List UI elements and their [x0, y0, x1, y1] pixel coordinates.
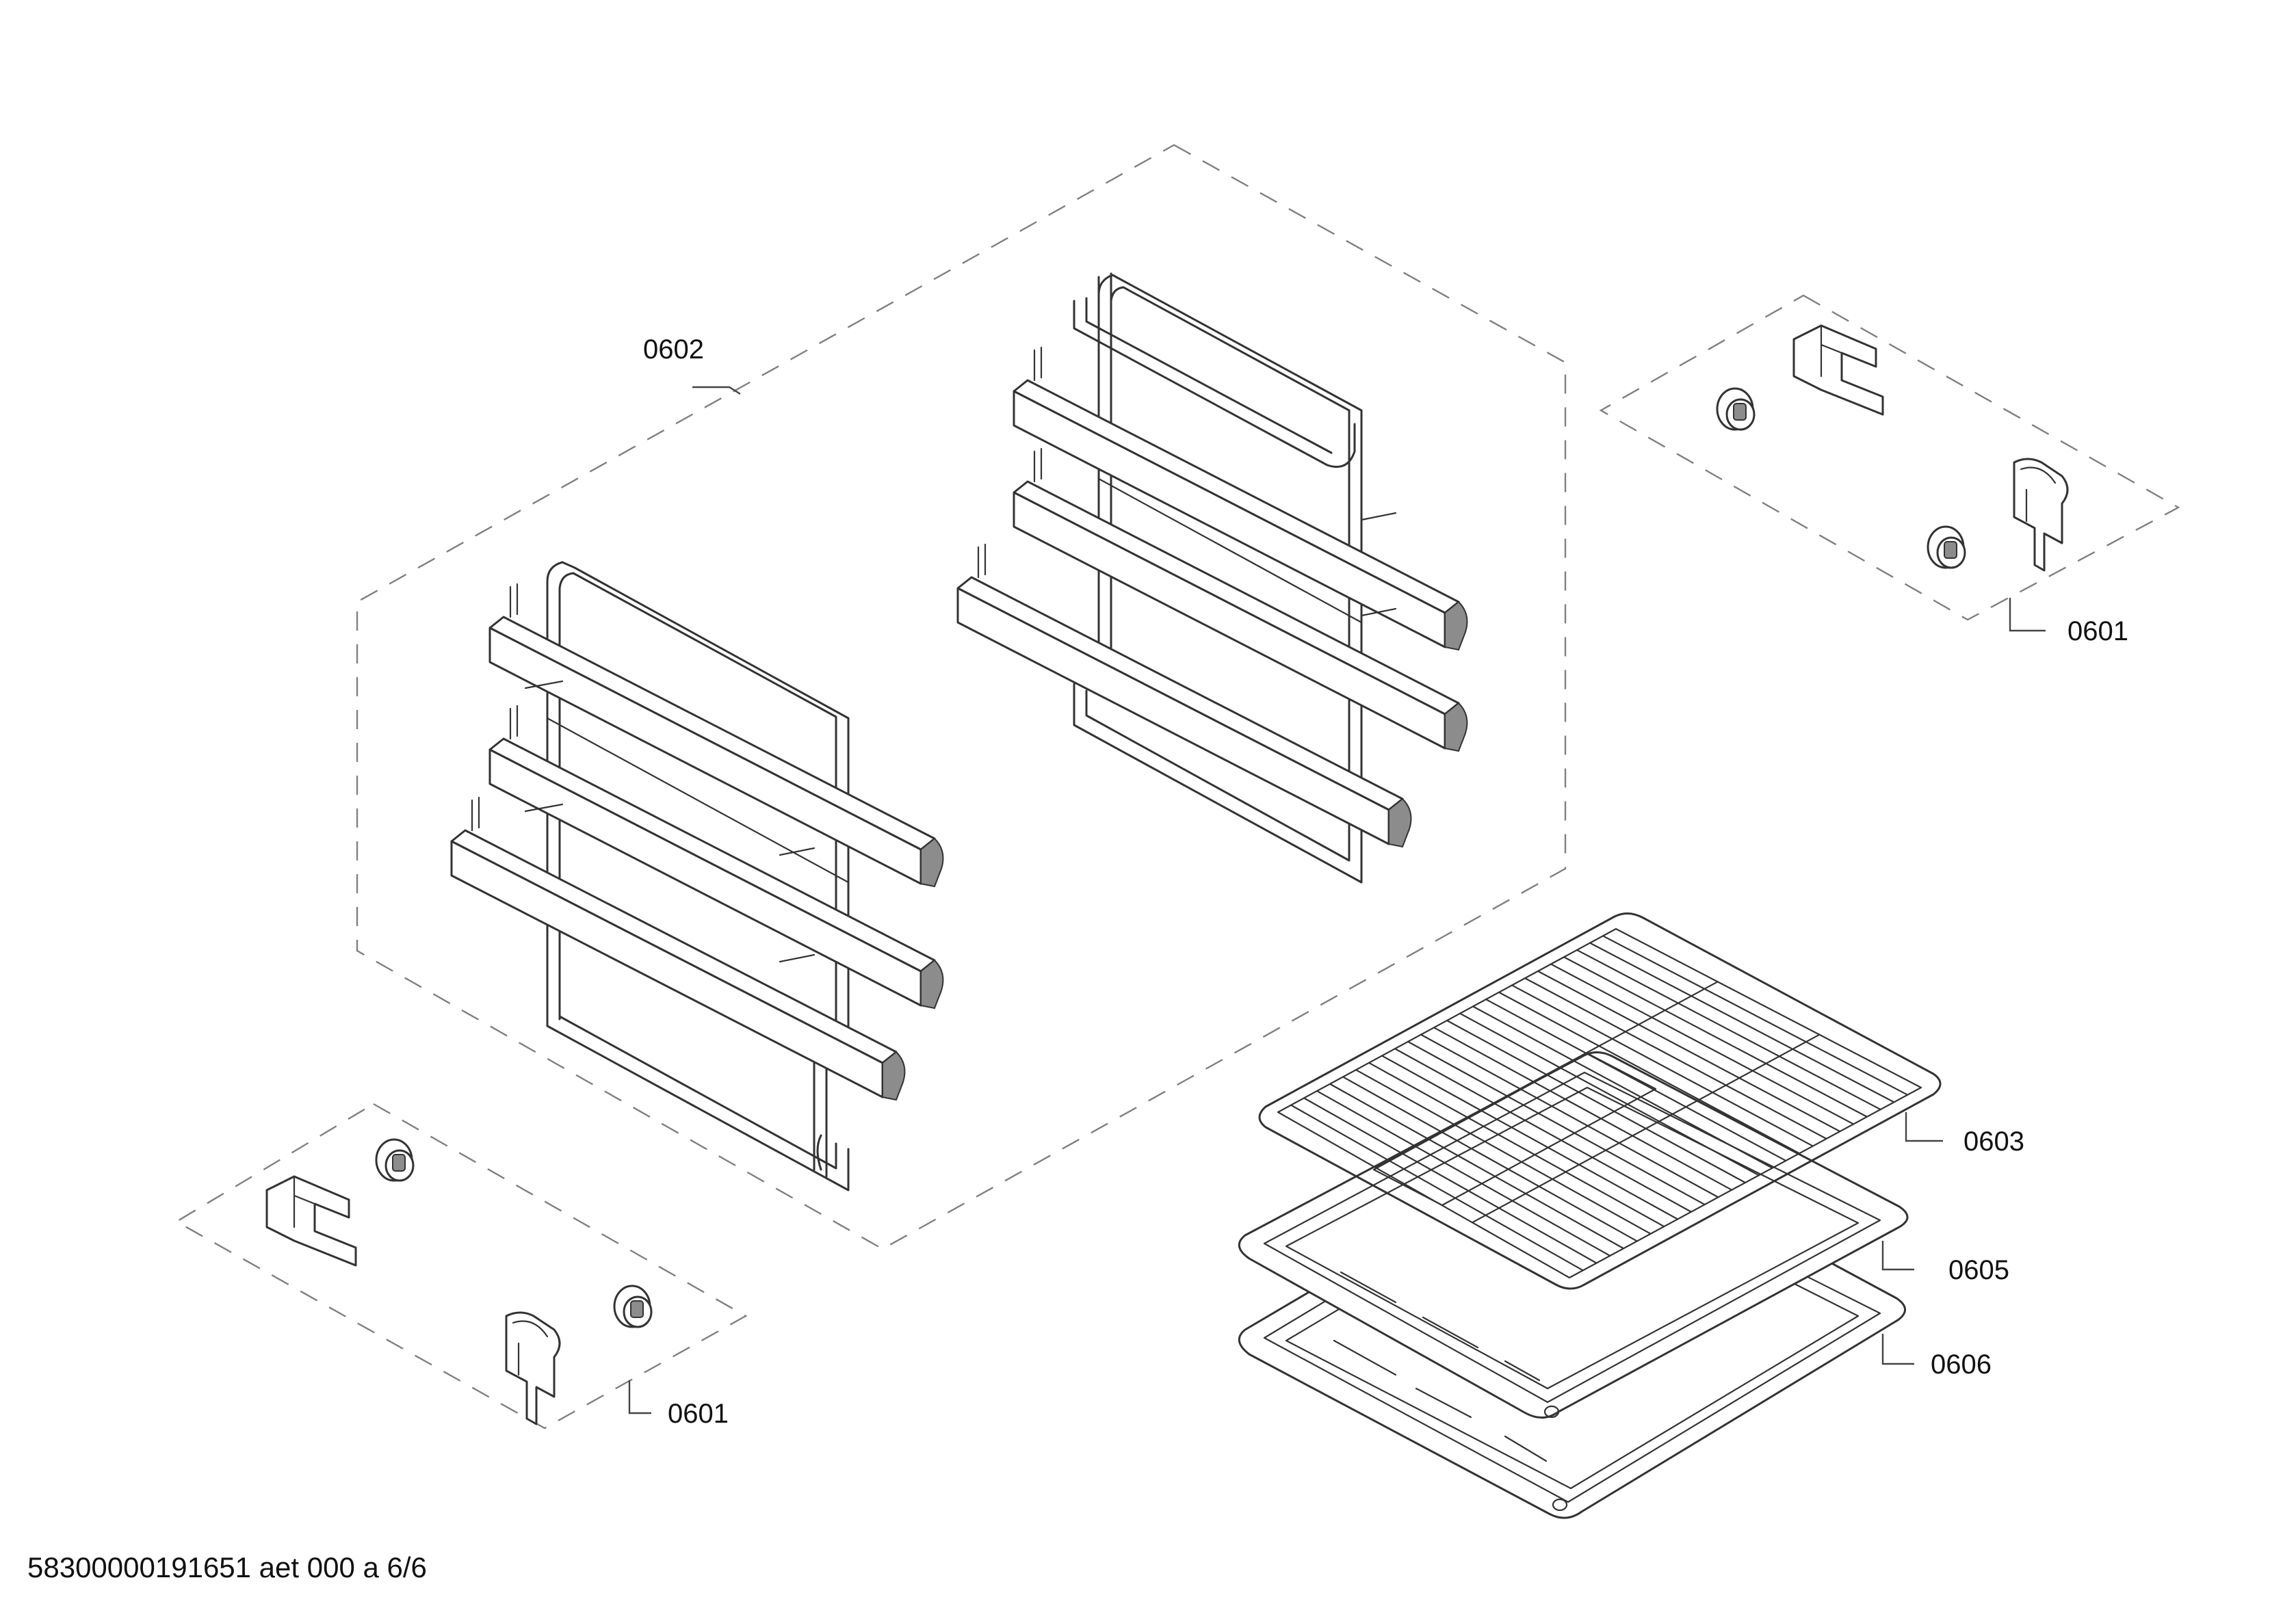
rack-wire — [1368, 1062, 1665, 1228]
rack-wire — [1381, 1055, 1679, 1220]
rack-wire — [1446, 1019, 1747, 1184]
drawing-number: 58300000191651 aet 000 a 6/6 — [27, 1551, 427, 1583]
clips-group-left — [174, 1103, 748, 1430]
rack-wire — [1420, 1034, 1719, 1198]
callout-label-0601-left: 0601 — [668, 1399, 729, 1429]
rack-wire — [1485, 998, 1787, 1162]
callout-0603: 0603 — [1905, 1112, 2024, 1157]
rack-wire — [1459, 1012, 1760, 1176]
rack-wire — [1355, 1069, 1652, 1235]
rack-cross-wire — [1374, 981, 1719, 1168]
clips-group-right — [1599, 294, 2180, 621]
callout-label-0606: 0606 — [1931, 1350, 1992, 1380]
rack-wire — [1472, 1005, 1773, 1169]
wire-rack — [1258, 912, 1942, 1290]
rack-wire — [1511, 984, 1814, 1147]
rack-wire — [1550, 963, 1855, 1125]
rack-wire — [1498, 991, 1801, 1155]
rack-wire — [1563, 956, 1868, 1118]
rack-wire — [1329, 1083, 1625, 1250]
rack-wire — [1602, 935, 1909, 1096]
rack-wire — [1407, 1040, 1706, 1206]
rack-wire — [1342, 1076, 1638, 1242]
right-rail-set — [956, 272, 1468, 884]
rack-wire — [1303, 1097, 1597, 1264]
callout-0601-right: 0601 — [2009, 598, 2128, 646]
callout-0602: 0602 — [643, 334, 741, 395]
rack-wire — [1589, 942, 1895, 1103]
callout-label-0602: 0602 — [643, 334, 704, 365]
callout-0606: 0606 — [1881, 1334, 1992, 1380]
rack-wire — [1537, 970, 1841, 1133]
callout-label-0601-right: 0601 — [2067, 616, 2128, 646]
rack-wire — [1524, 977, 1827, 1140]
callout-0605: 0605 — [1881, 1241, 2009, 1285]
rack-wire — [1316, 1090, 1611, 1257]
callout-label-0605: 0605 — [1948, 1255, 2009, 1285]
rack-wire — [1576, 949, 1881, 1111]
rack-wire-grid — [1290, 935, 1909, 1272]
callout-0601-left: 0601 — [628, 1380, 729, 1429]
left-rail-set — [450, 561, 944, 1192]
rack-cross-wire — [1471, 1034, 1821, 1224]
rack-wire — [1290, 1104, 1584, 1272]
callout-label-0603: 0603 — [1964, 1127, 2024, 1157]
rack-wire — [1394, 1048, 1693, 1213]
rack-wire — [1433, 1027, 1733, 1191]
